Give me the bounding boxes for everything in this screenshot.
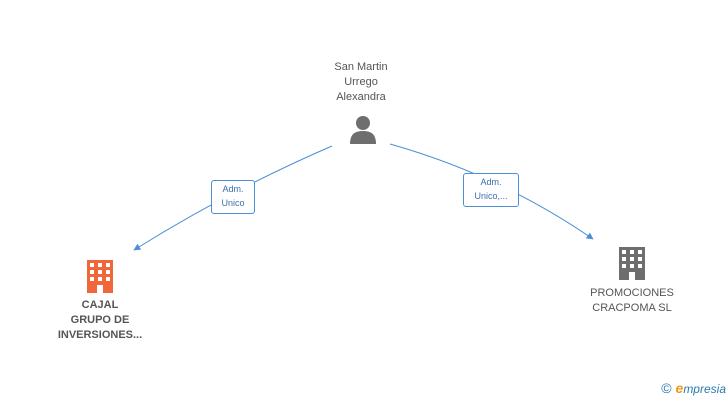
person-name-line-2: Urrego: [344, 76, 378, 88]
edge-label-company1[interactable]: Adm. Unico: [211, 180, 255, 214]
company2-label[interactable]: PROMOCIONES CRACPOMA SL: [572, 286, 692, 316]
company2-label-line-1: PROMOCIONES: [590, 287, 674, 299]
edge-label-company2-line-2: Unico,...: [474, 191, 508, 201]
person-node-label[interactable]: San Martin Urrego Alexandra: [311, 60, 411, 105]
empresia-logo-initial: e: [675, 380, 684, 396]
edge-label-company2[interactable]: Adm. Unico,...: [463, 173, 519, 207]
edge-label-company1-line-2: Unico: [221, 198, 245, 208]
empresia-watermark: ©empresia: [661, 380, 726, 396]
edge-label-company1-line-1: Adm.: [222, 184, 244, 194]
empresia-logo-text: mpresia: [683, 382, 726, 396]
building-icon[interactable]: [618, 246, 646, 280]
person-name-line-1: San Martin: [334, 61, 388, 73]
person-name-line-3: Alexandra: [336, 91, 386, 103]
person-icon[interactable]: [349, 115, 377, 145]
company1-label-line-3: INVERSIONES...: [57, 329, 143, 341]
company1-label[interactable]: CAJAL GRUPO DE INVERSIONES...: [40, 298, 160, 343]
company2-label-line-2: CRACPOMA SL: [592, 302, 672, 314]
building-icon[interactable]: [86, 259, 114, 293]
edge-label-company2-line-1: Adm.: [480, 177, 502, 187]
company1-label-line-2: GRUPO DE: [70, 314, 130, 326]
company1-label-line-1: CAJAL: [81, 299, 119, 311]
copyright-icon: ©: [661, 380, 672, 396]
